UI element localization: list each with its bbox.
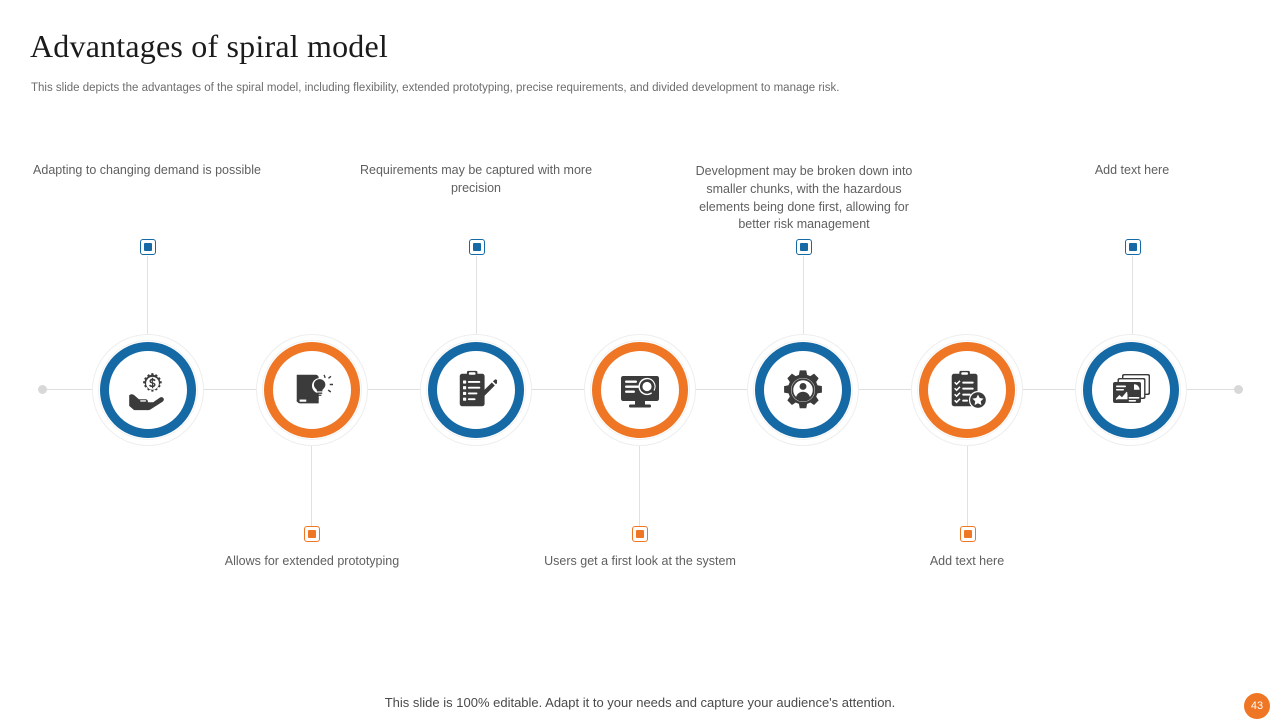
report-cards-chart-icon: [1083, 342, 1179, 438]
marker-square-icon: [308, 530, 316, 538]
marker-above-2[interactable]: [469, 239, 485, 255]
marker-square-icon: [964, 530, 972, 538]
connector-stem-up-1: [147, 256, 148, 342]
timeline-node-2[interactable]: [256, 334, 368, 446]
node-ring: [1083, 342, 1179, 438]
connector-stem-up-2: [476, 256, 477, 342]
node-halo-inner: [917, 340, 1017, 440]
node-halo-inner: [98, 340, 198, 440]
marker-above-3[interactable]: [796, 239, 812, 255]
timeline-node-4[interactable]: [584, 334, 696, 446]
timeline-axis-end-dot: [1234, 385, 1243, 394]
marker-square-icon: [636, 530, 644, 538]
editable-note: This slide is 100% editable. Adapt it to…: [384, 695, 896, 710]
callout-above-1-label: Adapting to changing demand is possible: [33, 163, 261, 177]
timeline-node-7[interactable]: [1075, 334, 1187, 446]
callout-above-3-label: Development may be broken down into smal…: [695, 164, 913, 232]
callout-above-2-label: Requirements may be captured with more p…: [359, 163, 593, 195]
connector-stem-down-1: [311, 438, 312, 528]
clipboard-pen-icon: [428, 342, 524, 438]
marker-below-3[interactable]: [960, 526, 976, 542]
node-halo-inner: [753, 340, 853, 440]
hand-holding-gear-dollar-icon: [100, 342, 196, 438]
timeline-node-5[interactable]: [747, 334, 859, 446]
marker-above-4[interactable]: [1125, 239, 1141, 255]
checklist-star-icon: [919, 342, 1015, 438]
marker-square-icon: [800, 243, 808, 251]
connector-stem-down-3: [967, 438, 968, 528]
marker-below-1[interactable]: [304, 526, 320, 542]
timeline-node-6[interactable]: [911, 334, 1023, 446]
timeline-node-1[interactable]: [92, 334, 204, 446]
node-ring: [592, 342, 688, 438]
marker-square-icon: [1129, 243, 1137, 251]
node-ring: [100, 342, 196, 438]
connector-stem-down-2: [639, 438, 640, 528]
timeline-node-3[interactable]: [420, 334, 532, 446]
callout-below-3-label: Add text here: [929, 554, 1005, 568]
connector-stem-up-3: [803, 256, 804, 342]
node-halo-inner: [590, 340, 690, 440]
callout-below-2-label: Users get a first look at the system: [544, 554, 736, 568]
timeline-axis-start-dot: [38, 385, 47, 394]
marker-square-icon: [473, 243, 481, 251]
callout-below-1-label: Allows for extended prototyping: [224, 554, 400, 568]
page-title: Advantages of spiral model: [30, 28, 388, 64]
connector-stem-up-4: [1132, 256, 1133, 342]
gear-user-icon: [755, 342, 851, 438]
book-lightbulb-icon: [264, 342, 360, 438]
node-halo-inner: [1081, 340, 1181, 440]
node-halo-inner: [426, 340, 526, 440]
monitor-search-icon: [592, 342, 688, 438]
marker-above-1[interactable]: [140, 239, 156, 255]
marker-below-2[interactable]: [632, 526, 648, 542]
node-halo-inner: [262, 340, 362, 440]
page-subtitle: This slide depicts the advantages of the…: [31, 82, 840, 94]
node-ring: [755, 342, 851, 438]
page-number-badge: 43: [1244, 693, 1270, 719]
callout-above-4-label: Add text here: [1094, 163, 1170, 177]
marker-square-icon: [144, 243, 152, 251]
node-ring: [264, 342, 360, 438]
